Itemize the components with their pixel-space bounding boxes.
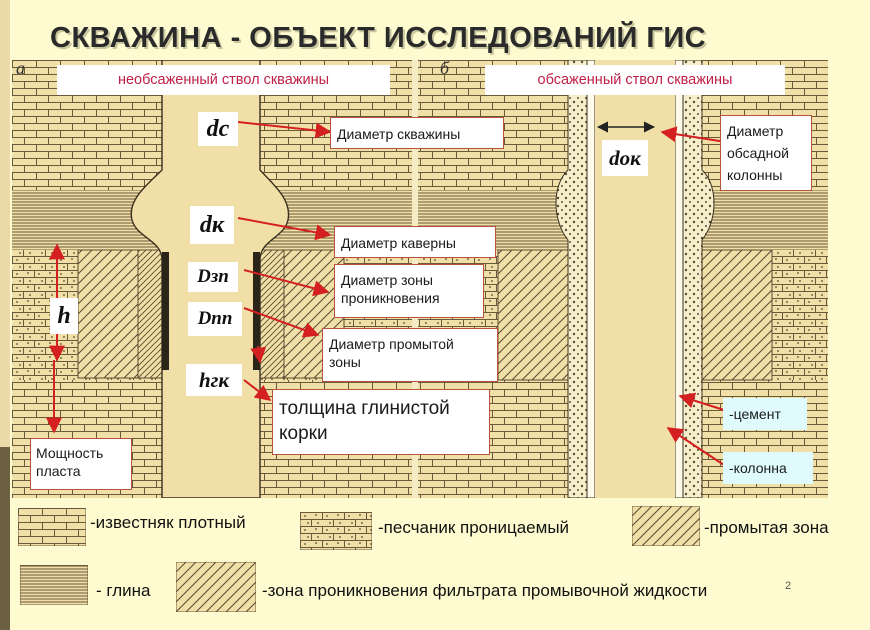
- label-dpp: Dпп: [188, 302, 242, 336]
- header-open-hole: необсаженный ствол скважины: [57, 65, 390, 95]
- callout-well-diameter-text: Диаметр скважины: [337, 126, 461, 142]
- panel-a-letter: а: [16, 58, 25, 78]
- legend-flushed: -промытая зона: [704, 518, 829, 537]
- legend-limestone: -известняк плотный: [90, 513, 246, 532]
- callout-casing-line1: Диаметр: [727, 123, 784, 139]
- legend-limestone-swatch: [18, 508, 86, 546]
- label-dc: dс: [198, 112, 238, 146]
- label-dzp: Dзп: [188, 262, 238, 292]
- callout-flushed-zone: Диаметр промытой зоны: [322, 328, 498, 382]
- callout-casing-line2: обсадной: [727, 145, 789, 161]
- callout-thickness-line2: пласта: [36, 463, 81, 479]
- label-h: h: [50, 298, 78, 334]
- callout-flushed-zone-line1: Диаметр промытой: [329, 336, 454, 352]
- legend-flushed-swatch: [632, 506, 700, 546]
- sidebar-dark-strip: [0, 447, 10, 630]
- callout-column-text: -колонна: [729, 460, 787, 476]
- legend-clay-swatch: [20, 565, 88, 605]
- callout-column: -колонна: [723, 452, 813, 484]
- panel-b-letter: б: [440, 58, 450, 78]
- legend-sandstone-swatch: [300, 512, 372, 550]
- callout-formation-thickness: Мощность пласта: [30, 438, 132, 490]
- legend-clay: - глина: [96, 581, 151, 600]
- callout-cavern-diameter-text: Диаметр каверны: [341, 235, 456, 251]
- header-cased-hole: обсаженный ствол скважины: [485, 65, 785, 95]
- callout-mudcake-line1: толщина глинистой: [279, 398, 450, 419]
- callout-casing-line3: колонны: [727, 167, 783, 183]
- label-dok: dок: [602, 140, 648, 176]
- callout-mudcake: толщина глинистой корки: [272, 389, 490, 455]
- callout-invasion-zone: Диаметр зоны проникновения: [334, 264, 484, 318]
- callout-cavern-diameter: Диаметр каверны: [334, 226, 496, 258]
- callout-well-diameter: Диаметр скважины: [330, 117, 504, 149]
- callout-invasion-zone-line1: Диаметр зоны: [341, 272, 433, 288]
- legend-invasion-swatch: [176, 562, 256, 612]
- sidebar-strip: [0, 0, 10, 630]
- callout-thickness-line1: Мощность: [36, 445, 104, 461]
- page-number: 2: [785, 580, 792, 592]
- label-hgk: hгк: [186, 364, 242, 396]
- label-dk: dк: [190, 206, 234, 244]
- callout-invasion-zone-line2: проникновения: [341, 290, 440, 306]
- callout-mudcake-line2: корки: [279, 423, 328, 444]
- callout-flushed-zone-line2: зоны: [329, 354, 361, 370]
- legend-invasion: -зона проникновения фильтрата промывочно…: [262, 581, 708, 600]
- page-title: СКВАЖИНА - ОБЪЕКТ ИССЛЕДОВАНИЙ ГИС: [50, 22, 707, 54]
- callout-casing-diameter: Диаметр обсадной колонны: [720, 115, 812, 191]
- legend-sandstone: -песчаник проницаемый: [378, 518, 570, 537]
- callout-cement-text: -цемент: [729, 406, 781, 422]
- callout-cement: -цемент: [723, 398, 807, 430]
